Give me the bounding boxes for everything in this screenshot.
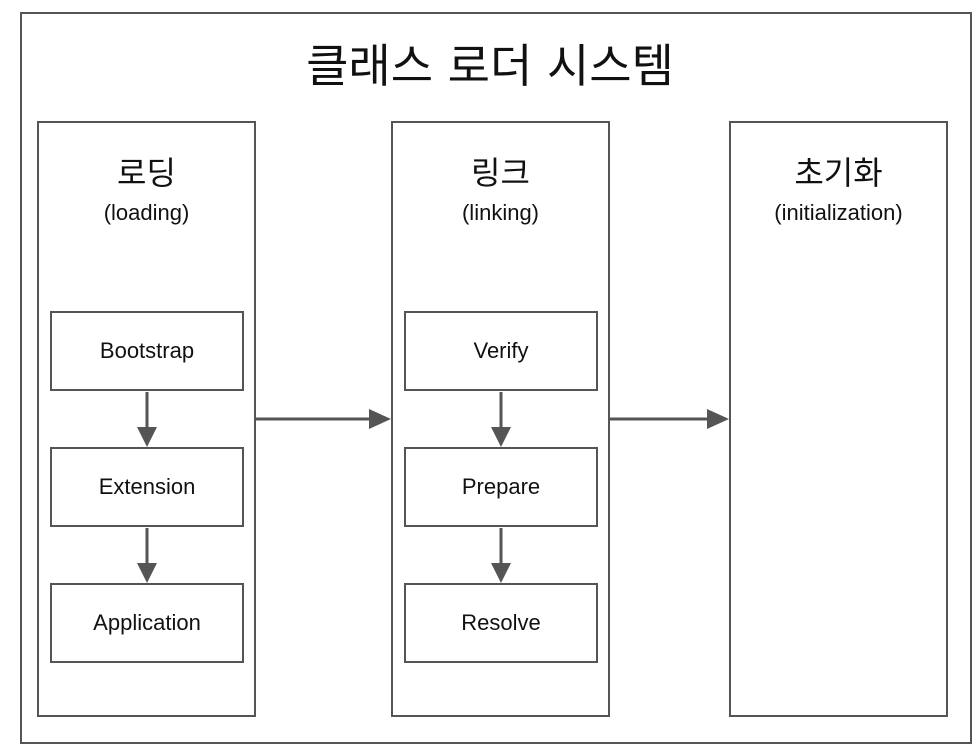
stage-initialization-name: 초기화 bbox=[794, 154, 883, 192]
step-application: Application bbox=[50, 583, 244, 663]
class-loader-system-frame bbox=[20, 12, 972, 744]
step-resolve: Resolve bbox=[404, 583, 598, 663]
stage-linking-name: 링크 bbox=[471, 154, 530, 192]
stage-initialization: 초기화 (initialization) bbox=[729, 121, 948, 717]
step-extension: Extension bbox=[50, 447, 244, 527]
stage-initialization-subtitle: (initialization) bbox=[774, 200, 903, 225]
step-bootstrap: Bootstrap bbox=[50, 311, 244, 391]
stage-loading-name: 로딩 bbox=[117, 154, 176, 192]
stage-linking: 링크 (linking) bbox=[391, 121, 610, 717]
stage-linking-subtitle: (linking) bbox=[461, 200, 540, 225]
diagram-title: 클래스 로더 시스템 bbox=[306, 39, 674, 93]
stage-loading: 로딩 (loading) bbox=[37, 121, 256, 717]
step-verify: Verify bbox=[404, 311, 598, 391]
step-prepare: Prepare bbox=[404, 447, 598, 527]
stage-loading-subtitle: (loading) bbox=[103, 200, 190, 225]
